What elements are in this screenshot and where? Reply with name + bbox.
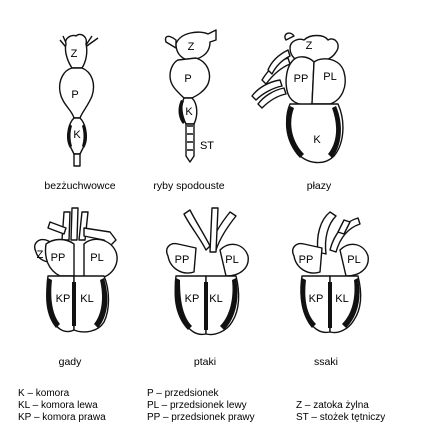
label-pp: PP	[51, 252, 66, 264]
label-kl: KL	[335, 293, 348, 305]
label-pl: PL	[347, 254, 360, 266]
legend-item-kl: KL – komora lewa	[18, 400, 98, 411]
label-z: Z	[306, 40, 313, 52]
caption-amphibian: płazy	[307, 180, 332, 192]
label-st: ST	[200, 140, 214, 152]
legend-item-pl: PL – przedsionek lewy	[147, 400, 247, 411]
legend-item-z: Z – zatoka żylna	[296, 400, 369, 411]
legend: K – komora KL – komora lewa KP – komora …	[18, 388, 385, 423]
heart-cartilaginous-fish: Z P K ST ryby spodouste	[153, 29, 225, 192]
label-kp: KP	[56, 293, 71, 305]
label-kp: KP	[185, 293, 200, 305]
label-k: K	[185, 106, 193, 118]
label-pl: PL	[225, 254, 238, 266]
label-pp: PP	[294, 73, 309, 85]
label-kl: KL	[80, 293, 93, 305]
caption-mammal: ssaki	[314, 356, 338, 368]
caption-bird: ptaki	[194, 356, 216, 368]
caption-reptile: gady	[59, 356, 83, 368]
label-kp: KP	[309, 293, 324, 305]
heart-amphibian: Z PP PL K płazy	[251, 32, 346, 192]
label-z: Z	[188, 41, 195, 53]
label-k: K	[73, 129, 81, 141]
label-p: P	[184, 73, 191, 85]
label-z: Z	[71, 48, 78, 60]
label-z: Z	[37, 249, 44, 261]
heart-bird: PP PL KP KL ptaki	[166, 207, 249, 368]
label-pl: PL	[323, 71, 336, 83]
label-k: K	[313, 134, 321, 146]
label-pp: PP	[175, 254, 190, 266]
legend-item-st: ST – stożek tętniczy	[296, 412, 385, 423]
legend-item-pp: PP – przedsionek prawy	[147, 412, 255, 423]
label-p: P	[71, 89, 78, 101]
heart-mammal: PP PL KP KL ssaki	[292, 211, 369, 368]
legend-item-p: P – przedsionek	[147, 388, 220, 399]
legend-item-kp: KP – komora prawa	[18, 412, 106, 423]
label-pl: PL	[90, 252, 103, 264]
heart-reptile: Z PP PL KP KL gady	[34, 207, 118, 368]
legend-item-k: K – komora	[18, 388, 70, 399]
label-pp: PP	[299, 254, 314, 266]
caption-cartilaginous-fish: ryby spodouste	[153, 180, 224, 192]
label-kl: KL	[209, 293, 222, 305]
heart-jawless: Z P K bezżuchwowce	[44, 33, 116, 192]
caption-jawless: bezżuchwowce	[44, 180, 115, 192]
